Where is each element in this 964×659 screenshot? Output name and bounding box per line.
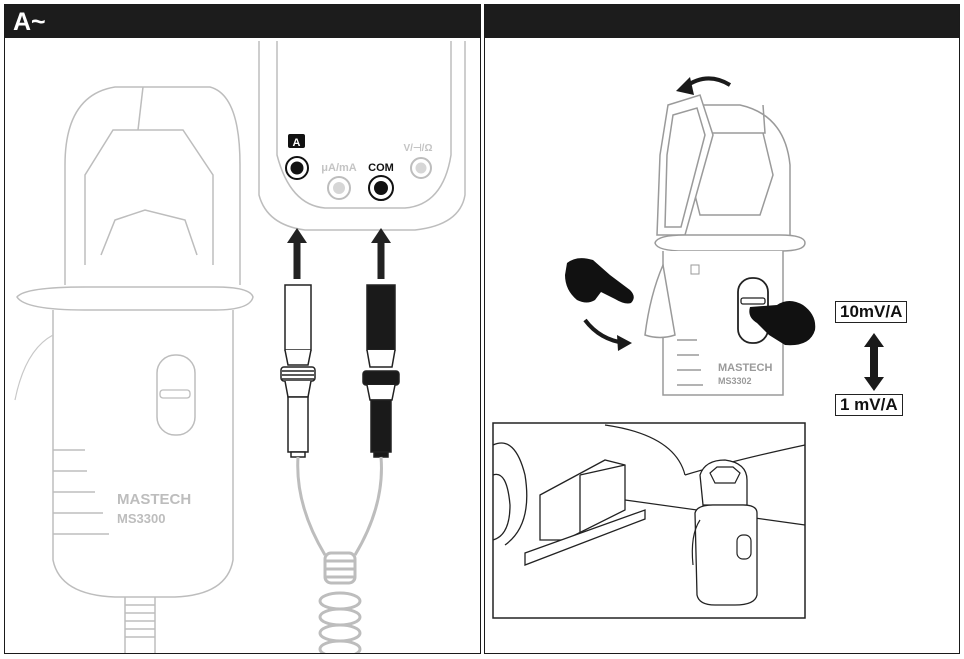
open-jaw-arrow xyxy=(676,76,732,95)
clamp-jaw-open xyxy=(656,94,791,236)
probe-plug-black xyxy=(362,284,400,458)
range-double-arrow xyxy=(864,333,884,391)
insert-arrow-left xyxy=(287,228,307,279)
jack-ua-ma[interactable] xyxy=(327,176,351,200)
pointing-hand-slider xyxy=(749,301,816,346)
right-panel: MASTECH MS3302 10mV/A 1 mV/A xyxy=(484,4,960,654)
clamp-jaw xyxy=(64,86,241,285)
jack-ua-ma-label: μA/mA xyxy=(321,162,357,174)
range-label-high: 10mV/A xyxy=(835,301,908,323)
left-clamp-model: MS3300 xyxy=(117,511,165,526)
probe-leads xyxy=(296,456,383,556)
clamp-body xyxy=(52,310,234,598)
jack-com[interactable] xyxy=(368,175,394,201)
pointing-hand-left xyxy=(565,258,634,304)
clamp-flange xyxy=(16,286,254,311)
jack-a[interactable] xyxy=(285,134,309,180)
clamp-cable xyxy=(124,597,156,653)
left-illustration: A μA/mA COM V/⊣/Ω xyxy=(14,41,466,653)
left-panel: A~ xyxy=(4,4,481,654)
insert-arrow-right xyxy=(371,228,391,279)
range-slider[interactable] xyxy=(156,354,196,436)
jack-v[interactable] xyxy=(410,157,432,179)
clamp-flange-right xyxy=(654,234,806,252)
probe-plug-white xyxy=(280,284,316,458)
jack-a-label: A xyxy=(293,137,301,149)
jack-com-label: COM xyxy=(368,162,394,174)
inset-figure xyxy=(492,422,806,619)
right-clamp-brand: MASTECH xyxy=(718,362,772,374)
rotate-arrow xyxy=(583,318,632,351)
range-label-low: 1 mV/A xyxy=(835,394,903,416)
right-illustration: MASTECH MS3302 xyxy=(492,76,884,619)
jack-v-label: V/⊣/Ω xyxy=(404,143,433,154)
multimeter-body xyxy=(258,41,466,231)
right-header-bar xyxy=(485,5,959,38)
left-clamp-brand: MASTECH xyxy=(117,491,191,508)
left-header-bar: A~ xyxy=(5,5,480,38)
left-header-title: A~ xyxy=(13,8,46,36)
right-clamp-model: MS3302 xyxy=(718,376,752,386)
coiled-cable xyxy=(318,551,362,653)
grip-ridges xyxy=(53,449,109,535)
